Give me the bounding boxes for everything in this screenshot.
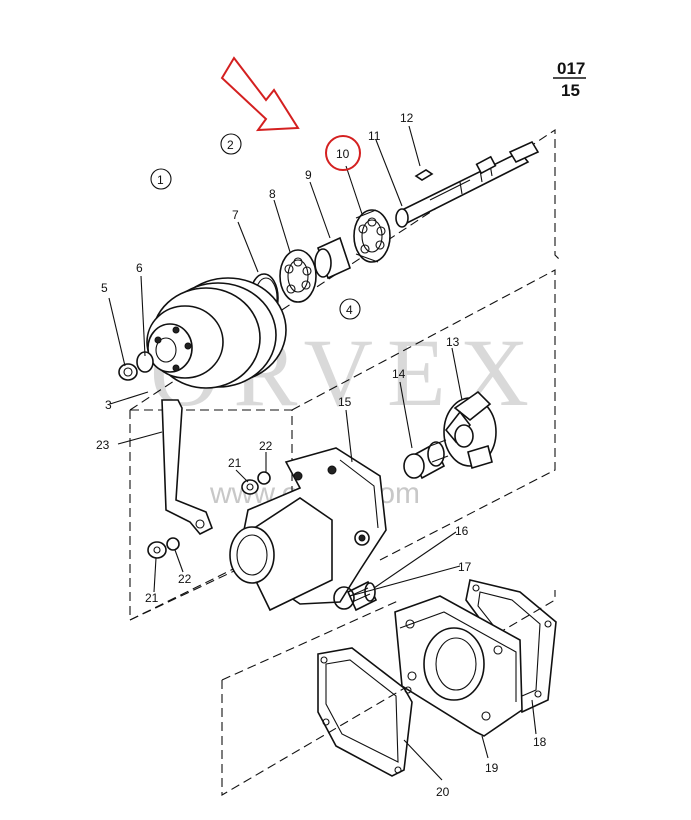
bearing-8: [279, 249, 317, 303]
svg-text:1: 1: [157, 173, 164, 187]
label-19: 19: [485, 761, 499, 775]
pulley: [146, 277, 287, 389]
label-8: 8: [269, 187, 276, 201]
svg-text:2: 2: [227, 138, 234, 152]
label-21-lower: 21: [145, 591, 159, 605]
highlight-circle: [325, 135, 361, 171]
svg-text:4: 4: [346, 303, 353, 317]
mounting-bracket: [161, 399, 214, 535]
group-label-2: 2: [220, 133, 242, 155]
impeller: [443, 390, 497, 470]
label-9: 9: [305, 168, 312, 182]
rear-gasket: [465, 579, 557, 714]
pump-body: [229, 447, 387, 612]
label-11: 11: [368, 129, 381, 143]
label-17: 17: [458, 560, 472, 574]
label-3: 3: [105, 398, 112, 412]
label-20: 20: [436, 785, 450, 799]
label-6: 6: [136, 261, 143, 275]
label-14: 14: [392, 367, 406, 381]
group-label-4: 4: [339, 298, 361, 320]
label-12: 12: [400, 111, 414, 125]
label-22-lower: 22: [178, 572, 192, 586]
shaft-part: [395, 140, 540, 228]
page-reference: 017 15: [553, 59, 586, 100]
pump-housing: [394, 595, 523, 737]
fastener-22-upper: [257, 471, 271, 485]
plug-gasket: [333, 586, 355, 610]
pulley-nut: [118, 363, 138, 381]
label-5: 5: [101, 281, 108, 295]
label-16: 16: [455, 524, 469, 538]
label-15: 15: [338, 395, 352, 409]
fastener-21-upper: [241, 479, 259, 495]
label-7: 7: [232, 208, 239, 222]
group-label-1: 1: [150, 168, 172, 190]
fastener-22-lower: [166, 537, 180, 551]
label-21-upper: 21: [228, 456, 242, 470]
drain-plug: [346, 580, 378, 612]
bearing-10: [353, 209, 391, 263]
spacer-sleeve: [314, 236, 351, 280]
key-part: [414, 169, 434, 181]
leader-lines: [108, 125, 537, 781]
label-18: 18: [533, 735, 547, 749]
water-seal: [403, 439, 449, 480]
label-23: 23: [96, 438, 110, 452]
part-labels: 3 5 6 7 8 9 10 11 12 13 14 15 16 17 18 1…: [96, 111, 547, 799]
label-22-upper: 22: [259, 439, 273, 453]
fastener-21-lower: [147, 541, 167, 559]
front-gasket: [317, 647, 413, 777]
page-ref-top: 017: [557, 59, 585, 78]
page-ref-bottom: 15: [561, 81, 580, 100]
highlight-arrow-icon: [220, 56, 300, 132]
label-10: 10: [336, 147, 350, 161]
label-13: 13: [446, 335, 460, 349]
